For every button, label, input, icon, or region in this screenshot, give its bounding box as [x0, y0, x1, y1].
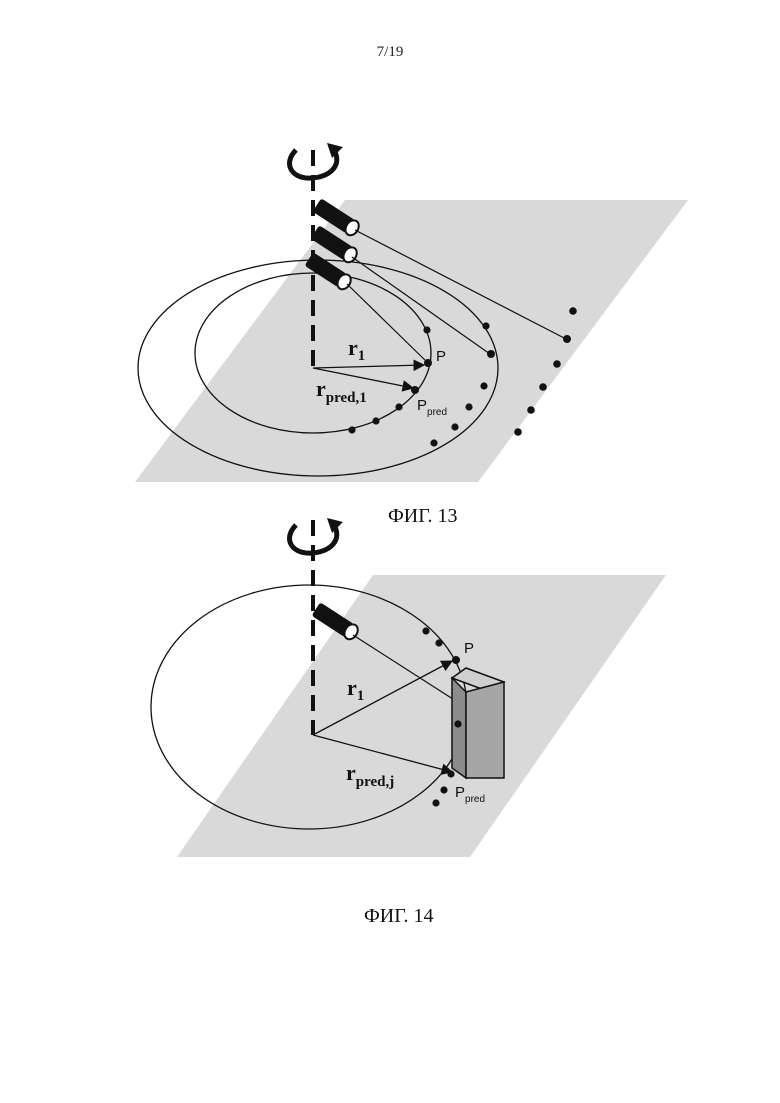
rotation-arrow-icon: [290, 518, 343, 553]
label-p: P: [436, 348, 446, 365]
figure-13-caption: ФИГ. 13: [388, 505, 458, 528]
figure-14-caption: ФИГ. 14: [364, 905, 434, 928]
ground-plane: [177, 575, 666, 857]
label-p: P: [464, 640, 474, 657]
ground-plane: [135, 200, 688, 482]
figure-14: r1 rpred,j P Ppred: [151, 518, 666, 857]
rotation-arrow-icon: [290, 143, 343, 178]
figure-13: r1 rpred,1 P Ppred: [135, 143, 688, 482]
